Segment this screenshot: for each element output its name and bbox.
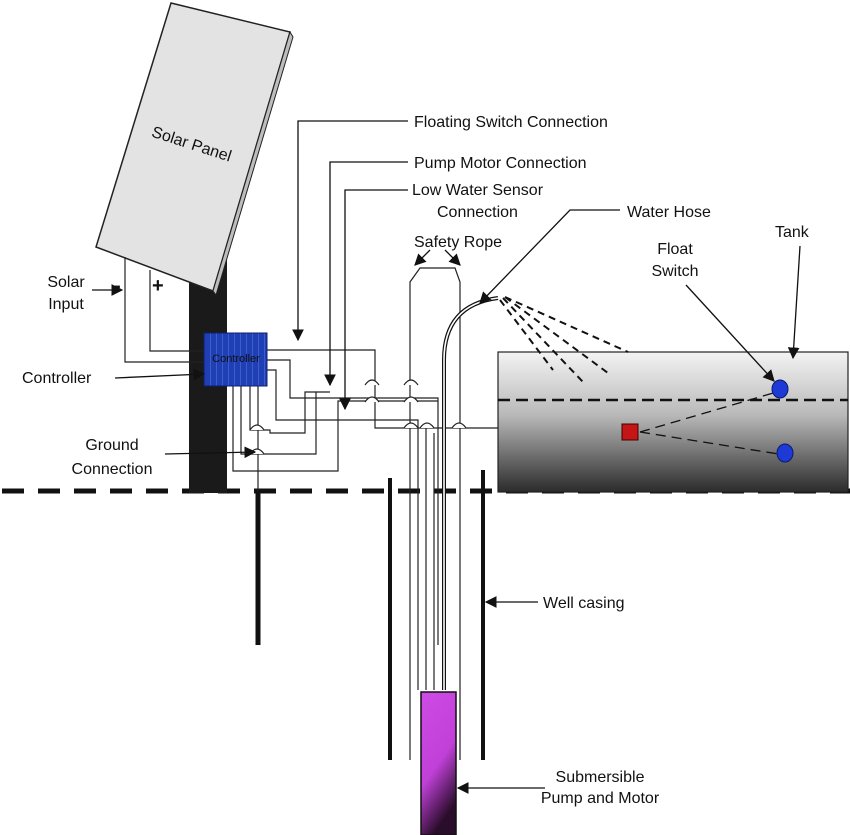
leader-lines <box>92 120 801 794</box>
solar-input-label-2: Input <box>48 296 84 313</box>
controller-box <box>203 332 268 387</box>
ground-connection-label-2: Connection <box>72 461 153 478</box>
float-link-lower <box>639 431 786 456</box>
solar-input-negative-wire <box>124 257 205 363</box>
ground-connection-label: Ground <box>85 437 138 454</box>
wire-crossing-humps <box>249 379 467 455</box>
low-water-sensor-label-2: Connection <box>437 204 518 221</box>
low-water-sensor-label: Low Water Sensor <box>412 182 544 199</box>
solar-input-label: Solar <box>47 274 85 291</box>
controller-box-label: Controller <box>212 353 260 365</box>
water-hose-inner <box>443 297 499 690</box>
pump-motor-connection-label: Pump Motor Connection <box>414 155 587 172</box>
floating-switch-connection-label: Floating Switch Connection <box>414 114 608 131</box>
tank-label: Tank <box>775 224 810 241</box>
negative-terminal-label: - <box>114 275 121 297</box>
float-link-upper <box>639 390 781 433</box>
safety-rope-label: Safety Rope <box>414 234 502 251</box>
safety-rope <box>409 267 461 760</box>
submersible-pump <box>420 691 457 835</box>
float-switch-upper <box>771 379 789 399</box>
positive-terminal-label: + <box>152 275 164 297</box>
well-casing-label: Well casing <box>543 595 625 612</box>
solar-panel: Solar Panel <box>95 2 294 297</box>
tank <box>497 351 849 493</box>
low-water-sensor <box>621 423 639 441</box>
water-hose-label: Water Hose <box>627 204 711 221</box>
float-switch-lower <box>776 443 794 463</box>
pump-label-2: Pump and Motor <box>541 790 660 807</box>
float-switch-label: Float <box>657 241 693 258</box>
solar-input-positive-wire <box>149 270 205 352</box>
float-switch-label-2: Switch <box>651 263 698 280</box>
pump-label: Submersible <box>556 769 645 786</box>
water-spray <box>499 296 629 383</box>
water-hose <box>442 296 499 690</box>
controller-label: Controller <box>22 370 92 387</box>
